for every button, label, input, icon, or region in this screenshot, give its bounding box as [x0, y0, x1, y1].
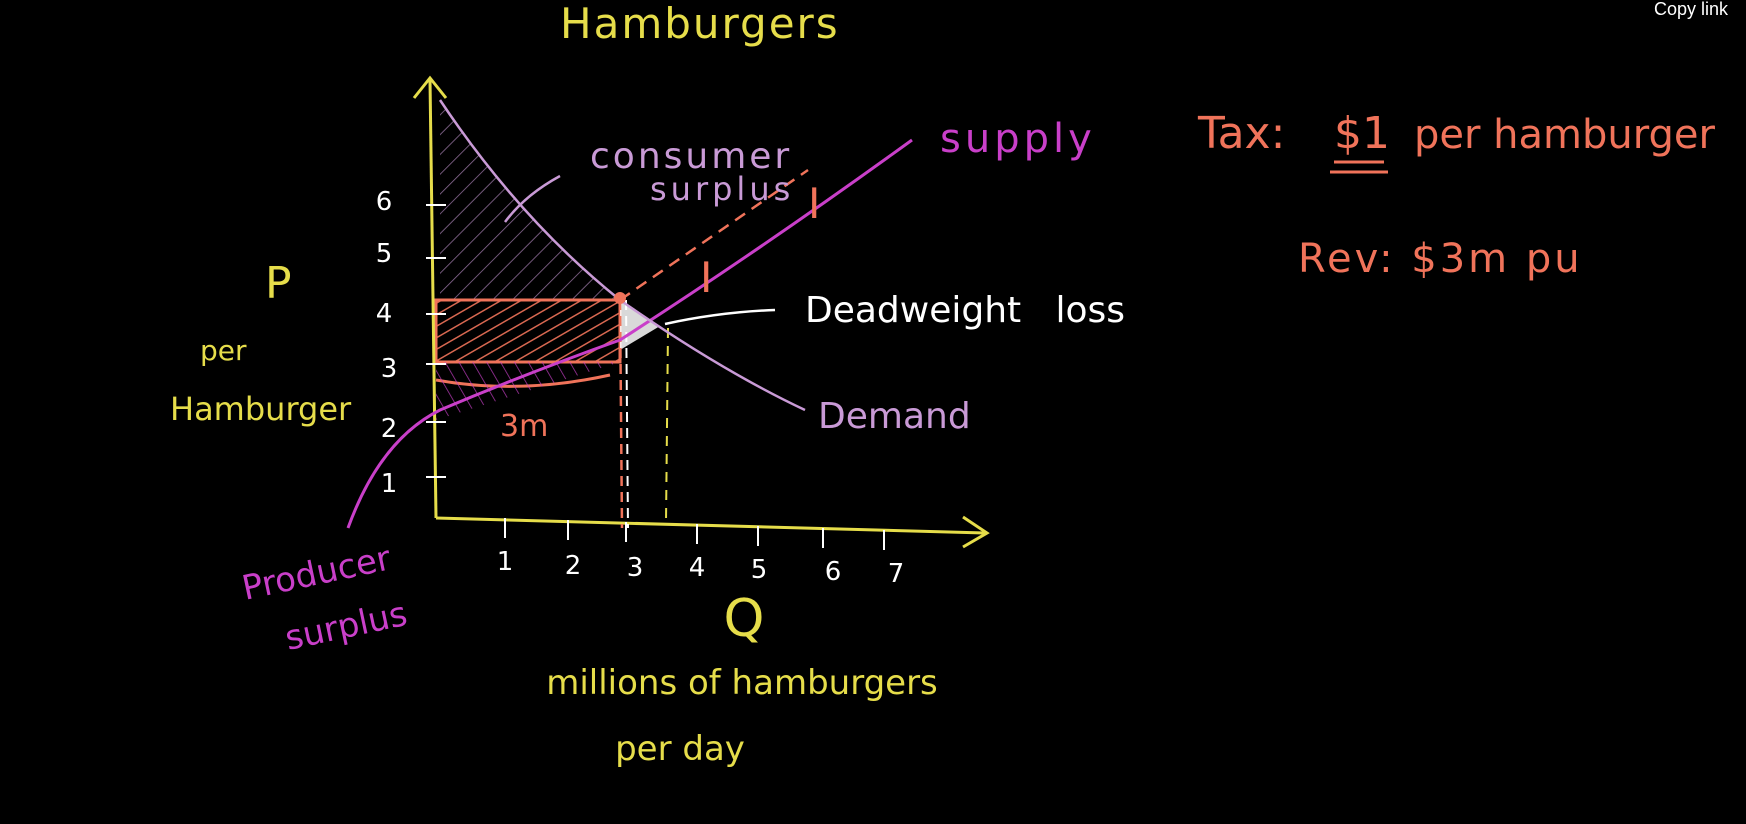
equilibrium-quantity-guide [665, 327, 669, 523]
tax-revenue-region [436, 300, 620, 362]
producer-surplus-label-line2: surplus [282, 594, 411, 659]
deadweight-loss-label: Deadweight loss [805, 290, 1125, 331]
x-tick-4: 4 [689, 553, 706, 583]
tax-note: Tax: $1 per hamburger [1197, 108, 1715, 174]
consumer-surplus-label-line1: consumer [590, 136, 792, 177]
x-axis-label: Q [724, 589, 765, 649]
consumer-surplus-pointer [503, 174, 561, 223]
y-axis-sublabel-line2: Hamburger [170, 390, 352, 428]
y-axis-tick-labels: 1 2 3 4 5 6 [376, 187, 398, 499]
consumer-surplus-label-line2: surplus [650, 170, 794, 208]
supply-curve [346, 138, 913, 529]
tax-marker-lower: I [700, 253, 712, 302]
x-axis-ticks [504, 518, 885, 550]
tax-revenue-label: 3m [500, 409, 548, 444]
y-axis-sublabel-line1: per [200, 334, 247, 367]
tax-note-prefix: Tax: [1197, 108, 1285, 159]
tax-note-amount: $1 [1334, 108, 1390, 159]
consumer-surplus-region [440, 100, 620, 300]
y-tick-2: 2 [381, 414, 398, 444]
x-tick-3: 3 [627, 553, 644, 583]
y-axis-arrow [412, 75, 448, 99]
y-tick-3: 3 [381, 354, 398, 384]
x-tick-6: 6 [825, 557, 842, 587]
deadweight-loss-pointer [664, 308, 776, 326]
x-tick-1: 1 [497, 547, 514, 577]
tax-price-point [614, 292, 626, 304]
y-tick-5: 5 [376, 239, 393, 269]
x-tick-5: 5 [751, 555, 768, 585]
tax-quantity-guide [618, 299, 624, 529]
supply-with-tax-curve [619, 168, 809, 302]
y-tick-6: 6 [376, 187, 393, 217]
tax-marker-upper: I [808, 179, 820, 228]
tax-note-suffix: per hamburger [1414, 112, 1715, 158]
producer-surplus-region [436, 362, 620, 420]
y-tick-1: 1 [381, 469, 398, 499]
y-axis-ticks [426, 204, 446, 478]
revenue-note: Rev: $3m pu [1298, 236, 1583, 282]
demand-label: Demand [818, 396, 971, 437]
y-axis-label: P [265, 258, 292, 309]
supply-label: supply [940, 116, 1096, 162]
x-axis-tick-labels: 1 2 3 4 5 6 7 [497, 547, 905, 589]
x-axis-arrow [962, 515, 990, 549]
x-axis-sublabel-line2: per day [615, 729, 745, 769]
y-tick-4: 4 [376, 299, 393, 329]
x-axis [435, 516, 986, 535]
copy-link-button[interactable]: Copy link [1653, 0, 1728, 19]
producer-surplus-label-line1: Producer [239, 538, 395, 608]
x-axis-sublabel-line1: millions of hamburgers [546, 663, 938, 703]
y-axis [428, 79, 438, 519]
tax-quantity-guide-white [625, 299, 629, 529]
x-tick-7: 7 [888, 559, 905, 589]
x-tick-2: 2 [565, 551, 582, 581]
deadweight-loss-triangle [620, 300, 660, 350]
chart-title: Hamburgers [560, 0, 840, 48]
